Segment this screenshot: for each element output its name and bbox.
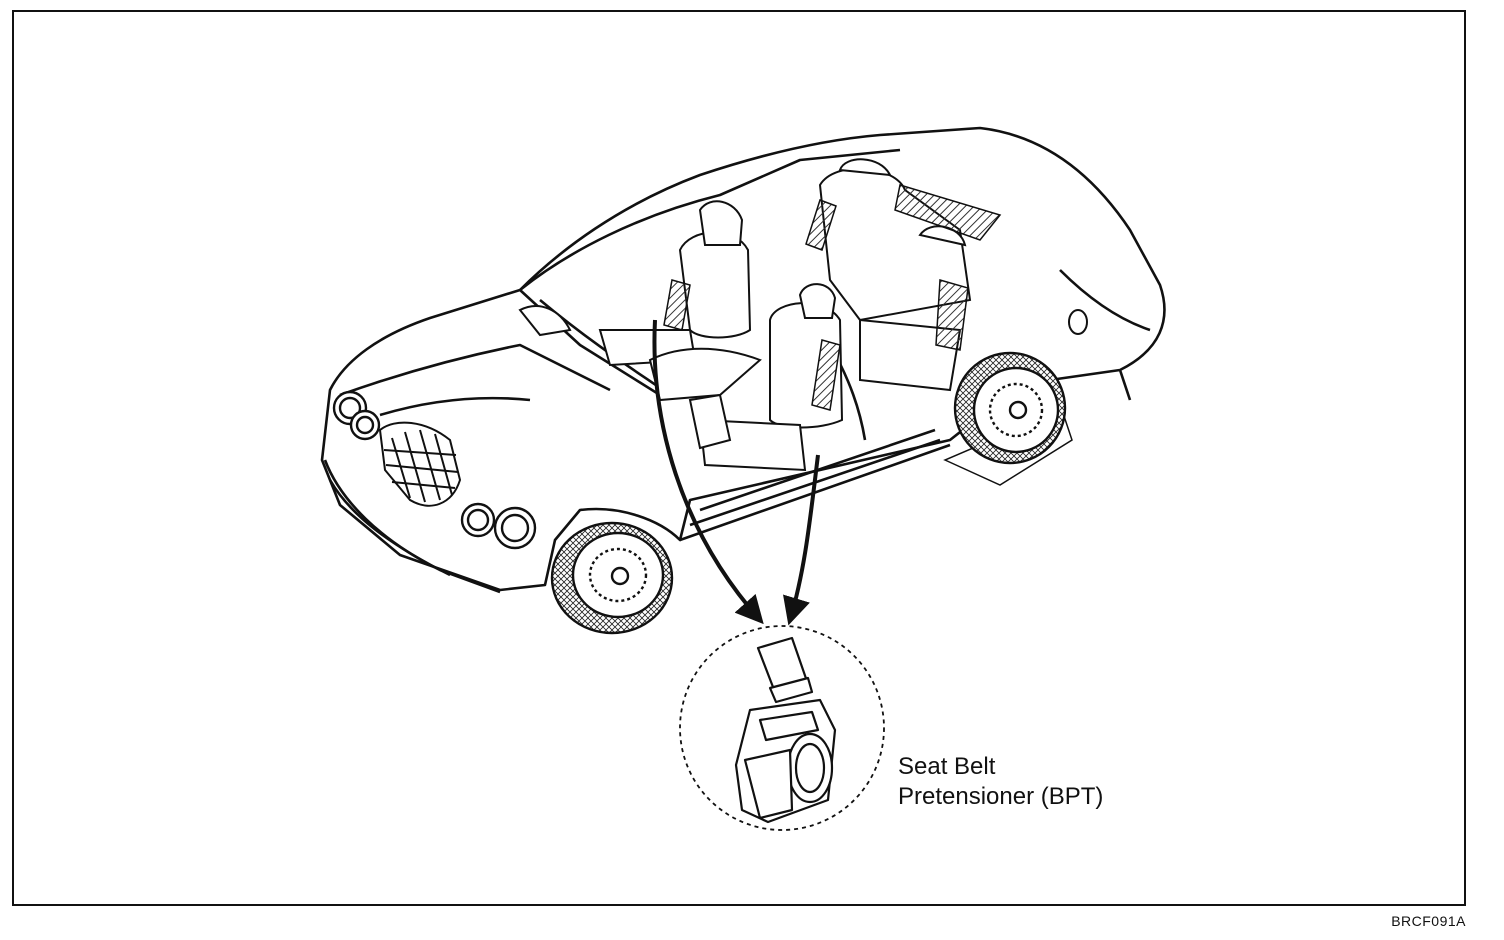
seat-belt-webbing [663,184,1002,411]
front-wheel [550,521,674,635]
rear-wheel [953,351,1067,465]
rear-light [1068,309,1088,335]
callout-line-1: Seat Belt [898,753,996,780]
pretensioner-label: Seat Belt Pretensioner (BPT) [898,752,1103,812]
callout-arrows [652,319,820,626]
figure-frame [12,10,1466,906]
grille [378,421,462,507]
pretensioner-detail [679,625,885,831]
headlights [332,390,537,550]
figure-code: BRCF091A [1391,913,1466,929]
rear-bench [818,158,972,392]
callout-line-2: Pretensioner (BPT) [898,783,1104,810]
dashboard [518,305,762,450]
